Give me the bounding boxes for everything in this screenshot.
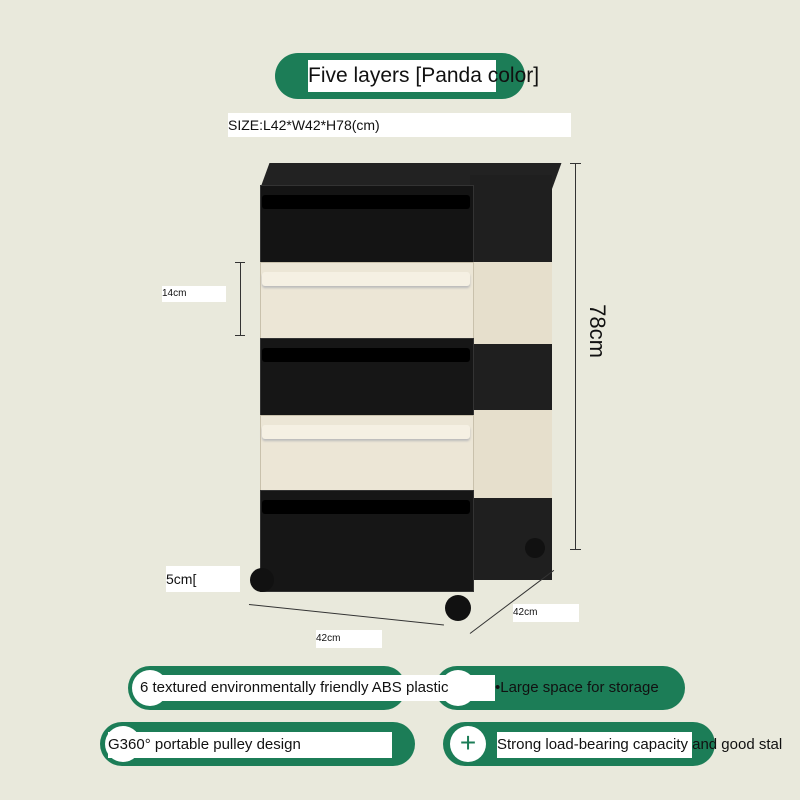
feature-text-2: •Large space for storage [495,679,659,696]
height-tick [570,549,581,550]
wheel-icon [525,538,545,558]
wheel-icon [445,595,471,621]
height-label: 78cm [584,304,610,358]
length-line [248,604,444,626]
feature-text-4: Strong load-bearing capacity and good st… [497,732,782,758]
drawer-height-tick [235,335,245,336]
side-cream-2 [470,410,552,498]
height-line [575,163,576,550]
height-tick [570,163,581,164]
width-label: 42cm [513,604,579,622]
wheel-icon [250,568,274,592]
drawer-height-tick [235,262,245,263]
title-text: Five layers [Panda color] [308,60,539,92]
handle-1 [262,195,470,209]
handle-3 [262,348,470,362]
length-label: 42cm [316,630,382,648]
handle-5 [262,500,470,514]
handle-4 [262,425,470,439]
handle-2 [262,272,470,286]
cabinet-side [470,175,552,580]
drawer-height-line [240,262,241,335]
feature-text-3: G360° portable pulley design [108,732,392,758]
size-text: SIZE:L42*W42*H78(cm) [228,113,571,137]
wheel-height-label: 5cm[ [166,566,240,592]
plus-icon: + [450,726,486,762]
side-cream-1 [470,262,552,344]
feature-text-1: 6 textured environmentally friendly ABS … [140,675,495,701]
drawer-height-label: 14cm [162,286,226,302]
